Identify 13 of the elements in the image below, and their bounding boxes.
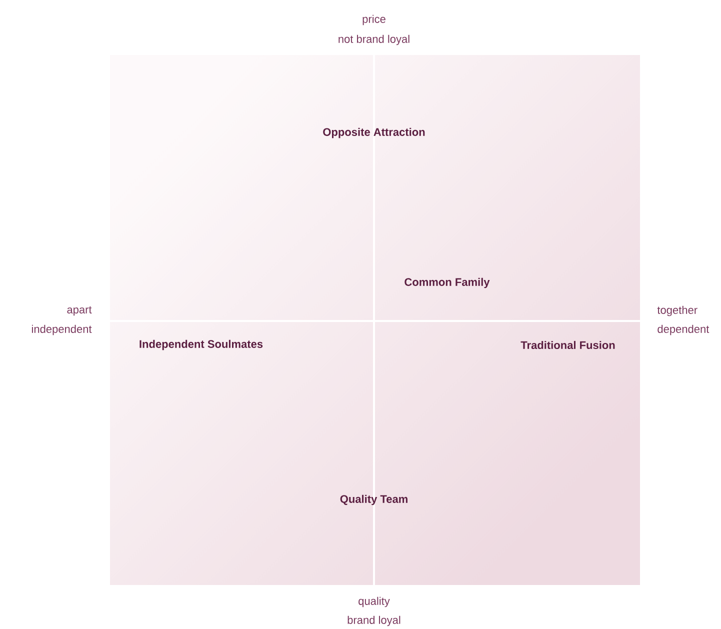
quadrant-label: Traditional Fusion (520, 340, 615, 350)
quadrant-label: Opposite Attraction (323, 128, 425, 138)
quadrant-label: Quality Team (340, 494, 408, 506)
axis-label: apart (67, 306, 92, 316)
quadrant-label: Common Family (404, 278, 490, 288)
axis-label: dependent (658, 324, 710, 336)
axis-label: price (362, 14, 386, 26)
axis-label: independent (32, 324, 92, 336)
axis-label: together (657, 306, 698, 316)
quadrant-label: Independent Soulmates (140, 340, 263, 350)
axis-label: brand loyal (348, 616, 400, 626)
axis-label: not brand loyal (338, 34, 410, 46)
axis-label: quality (358, 596, 390, 608)
